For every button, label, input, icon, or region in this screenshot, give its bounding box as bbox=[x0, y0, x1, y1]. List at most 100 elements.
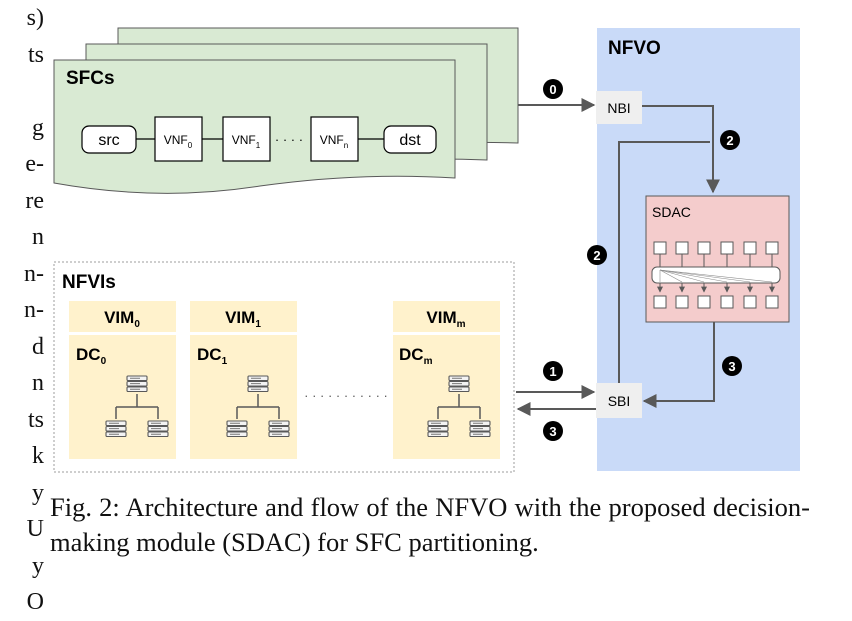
server-icon bbox=[126, 375, 148, 393]
vnfn-sub: n bbox=[344, 141, 348, 150]
sfcs-title: SFCs bbox=[66, 68, 115, 89]
step3-number: 3 bbox=[728, 359, 735, 374]
nfvo-title: NFVO bbox=[608, 38, 661, 59]
margin-line: re bbox=[25, 187, 44, 214]
vim0-base: VIM bbox=[104, 308, 134, 327]
dc0-box bbox=[69, 335, 176, 459]
vim1-base: VIM bbox=[225, 308, 255, 327]
server-icon bbox=[427, 420, 449, 438]
output-node bbox=[743, 295, 757, 309]
step1-badge bbox=[543, 361, 563, 381]
hidden-link bbox=[659, 269, 773, 283]
sdac-box bbox=[645, 195, 790, 323]
src-node bbox=[81, 125, 137, 154]
input-node bbox=[697, 241, 711, 255]
server-icon bbox=[469, 420, 491, 438]
step1-number: 1 bbox=[549, 364, 556, 379]
margin-line: ts bbox=[27, 406, 44, 433]
arrow-nbi-to-sdac bbox=[642, 105, 720, 194]
arrow-sdac-to-sbi bbox=[642, 322, 715, 408]
step3-badge bbox=[543, 421, 563, 441]
hidden-link bbox=[659, 269, 728, 283]
vnf0-node bbox=[154, 116, 203, 162]
dcm-base: DC bbox=[399, 345, 424, 364]
vim1-sub: 1 bbox=[255, 319, 261, 330]
margin-line: n- bbox=[24, 297, 44, 323]
dcm-tree bbox=[437, 394, 481, 419]
server-icon bbox=[226, 420, 248, 438]
step2-badge bbox=[720, 130, 740, 150]
dst-node bbox=[383, 125, 437, 154]
margin-line: g bbox=[32, 114, 44, 141]
nbi-box bbox=[596, 91, 642, 124]
architecture-diagram: NFVO SFCs src VNF0 VNF1 · · · · VNFn dst… bbox=[53, 27, 800, 473]
vnf1-label: VNF1 bbox=[232, 133, 261, 150]
dc1-label: DC1 bbox=[197, 345, 228, 367]
src-label: src bbox=[98, 132, 119, 149]
vim0-label: VIM0 bbox=[104, 308, 140, 330]
arrow-sbi-to-nbi bbox=[618, 141, 710, 383]
step0-badge bbox=[543, 79, 563, 99]
step2-number: 2 bbox=[726, 133, 733, 148]
dc1-sub: 1 bbox=[222, 356, 228, 367]
step3-badge bbox=[722, 356, 742, 376]
vnf1-node bbox=[222, 116, 271, 162]
dc1-box bbox=[190, 335, 297, 459]
dc0-label: DC0 bbox=[76, 345, 107, 367]
server-icon bbox=[448, 375, 470, 393]
vnf0-label: VNF0 bbox=[164, 133, 193, 150]
hidden-link bbox=[659, 269, 751, 283]
input-node bbox=[720, 241, 734, 255]
nfvis-title: NFVIs bbox=[62, 272, 116, 293]
dst-label: dst bbox=[399, 132, 421, 149]
vim0-sub: 0 bbox=[134, 319, 140, 330]
hidden-layer bbox=[651, 266, 781, 284]
output-node bbox=[675, 295, 689, 309]
vnfn-label: VNFn bbox=[320, 133, 348, 150]
vimm-sub: m bbox=[457, 319, 466, 330]
margin-line: O bbox=[26, 589, 44, 615]
sbi-label: SBI bbox=[608, 393, 631, 409]
margin-line: U bbox=[26, 516, 44, 542]
input-node bbox=[653, 241, 667, 255]
vnfn-base: VNF bbox=[320, 133, 344, 147]
server-icon bbox=[247, 375, 269, 393]
vnf1-base: VNF bbox=[232, 133, 256, 147]
margin-line: n bbox=[32, 370, 44, 396]
step2-badge bbox=[587, 245, 607, 265]
dcm-sub: m bbox=[424, 356, 433, 367]
margin-line: n- bbox=[24, 260, 44, 287]
margin-line: y bbox=[32, 479, 44, 506]
vim0-box bbox=[69, 301, 176, 332]
margin-line: k bbox=[32, 443, 44, 469]
left-margin-text: s) ts g e- re n n- n- d n ts k y U y O bbox=[0, 0, 44, 615]
nfvi-dots: · · · · · · · · · · · bbox=[304, 388, 388, 403]
output-node bbox=[720, 295, 734, 309]
vnf0-base: VNF bbox=[164, 133, 188, 147]
sbi-box bbox=[596, 383, 642, 418]
output-node bbox=[765, 295, 779, 309]
dcm-label: DCm bbox=[399, 345, 433, 367]
dc0-tree bbox=[115, 394, 159, 419]
figure-caption: Fig. 2: Architecture and flow of the NFV… bbox=[50, 492, 810, 557]
step0-number: 0 bbox=[549, 82, 556, 97]
server-icon bbox=[268, 420, 290, 438]
output-node bbox=[697, 295, 711, 309]
input-node bbox=[743, 241, 757, 255]
vimm-label: VIMm bbox=[426, 308, 465, 330]
nbi-label: NBI bbox=[607, 100, 630, 116]
vnf1-sub: 1 bbox=[256, 141, 261, 150]
margin-line: y bbox=[32, 552, 44, 579]
dc1-base: DC bbox=[197, 345, 222, 364]
vim1-box bbox=[190, 301, 297, 332]
step2-number: 2 bbox=[593, 248, 600, 263]
dc0-base: DC bbox=[76, 345, 101, 364]
margin-line: ts bbox=[27, 41, 44, 68]
sfc-dots: · · · · bbox=[275, 132, 303, 147]
step3-number: 3 bbox=[549, 424, 556, 439]
vim1-label: VIM1 bbox=[225, 308, 261, 330]
dcm-box bbox=[393, 335, 500, 459]
hidden-link bbox=[659, 269, 705, 283]
sdac-label: SDAC bbox=[652, 204, 691, 220]
output-node bbox=[653, 295, 667, 309]
